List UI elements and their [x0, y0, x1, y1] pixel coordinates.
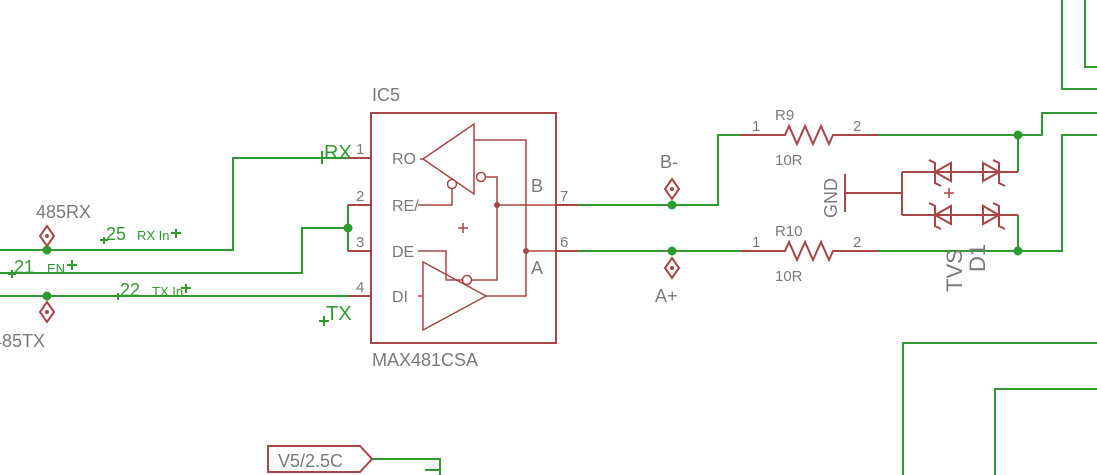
testpoint-485rx-label: 485RX — [36, 202, 91, 222]
junction-rx — [42, 245, 52, 255]
tvs-type-label: TVS — [942, 249, 967, 292]
pin-b-label: B — [531, 176, 543, 196]
net-en-label: EN — [47, 261, 65, 276]
resistor-r10[interactable]: R10 10R 1 2 — [740, 223, 878, 285]
junction-tx — [42, 291, 52, 301]
net-rx-in-label: RX In — [137, 228, 170, 243]
testpoint-b-minus-label: B- — [660, 152, 678, 172]
r10-name: R10 — [775, 223, 803, 240]
ic-name: IC5 — [372, 85, 400, 105]
pin-de-label: DE — [392, 244, 414, 261]
junction-b — [667, 200, 677, 210]
wire-en — [0, 227, 348, 274]
wire-r10-out — [878, 134, 1097, 252]
pin-ro-label: RO — [392, 151, 416, 168]
wire-rx — [0, 157, 348, 251]
tvs-diode-d1[interactable]: GND TVS D1 — [821, 159, 1018, 292]
wire-edge-1 — [1061, 0, 1097, 90]
junction-en — [343, 223, 353, 233]
ic5-max481csa[interactable]: IC5 MAX481CSA 1 2 3 4 7 6 RO RE/ DE DI B… — [348, 85, 578, 370]
testpoint-a-plus[interactable]: A+ — [655, 256, 681, 306]
wire-edge-2 — [1084, 0, 1097, 68]
r10-value: 10R — [775, 268, 803, 285]
pin-b-number: 7 — [560, 188, 568, 205]
r9-name: R9 — [775, 107, 794, 124]
net-tx-in-number: 22 — [120, 280, 140, 300]
ic-internal-node-b — [494, 202, 500, 208]
wire-edge-3 — [902, 342, 1097, 475]
wire-b — [578, 134, 740, 206]
junctions — [42, 130, 1023, 301]
pin-re-number: 2 — [356, 188, 364, 205]
pin-di-number: 4 — [356, 279, 364, 296]
testpoint-485rx[interactable]: 485RX — [36, 202, 91, 248]
resistor-r9[interactable]: R9 10R 1 2 — [740, 107, 878, 169]
tvs-name-label: D1 — [965, 244, 990, 272]
ic-internal-node-a — [523, 248, 529, 254]
pin-re-label: RE/ — [392, 198, 419, 215]
port-v5-2-5c[interactable]: V5/2.5C — [267, 445, 374, 473]
r10-pin2: 2 — [853, 234, 861, 251]
net-labels: RX TX 25 RX In 21 EN 22 TX In — [8, 142, 352, 326]
tvs-gnd-label: GND — [821, 178, 841, 218]
r9-value: 10R — [775, 152, 803, 169]
wire-port — [370, 458, 441, 475]
ic-origin-mark — [458, 223, 468, 233]
r10-pin1: 1 — [752, 234, 760, 251]
driver-buffer — [418, 204, 556, 332]
junction-tvs-top — [1013, 130, 1023, 140]
net-en-number: 21 — [14, 257, 34, 277]
testpoint-b-minus[interactable]: B- — [660, 152, 681, 201]
receiver-buffer — [418, 122, 527, 251]
r9-pin1: 1 — [752, 118, 760, 135]
pin-de-number: 3 — [356, 234, 364, 251]
pin-di-label: DI — [392, 289, 408, 306]
port-label: V5/2.5C — [278, 451, 343, 471]
pin-ro-number: 1 — [356, 141, 364, 158]
ic-value: MAX481CSA — [372, 350, 478, 370]
testpoint-485tx-label: 485TX — [0, 331, 45, 351]
testpoint-485tx[interactable]: 485TX — [0, 300, 56, 351]
testpoint-a-plus-label: A+ — [655, 286, 678, 306]
wire-edge-4 — [994, 388, 1097, 475]
net-label-rx: RX — [324, 142, 352, 164]
r9-pin2: 2 — [853, 118, 861, 135]
junction-a — [667, 246, 677, 256]
wire-r9-out — [878, 112, 1097, 136]
net-rx-in-number: 25 — [106, 224, 126, 244]
net-tx-in-label: TX In — [152, 284, 183, 299]
junction-tvs-bot — [1013, 246, 1023, 256]
net-label-tx: TX — [326, 303, 352, 325]
pin-a-number: 6 — [560, 234, 568, 251]
pin-a-label: A — [531, 258, 543, 278]
